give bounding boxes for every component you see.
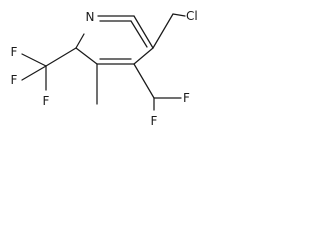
atom-label-n: N — [86, 10, 95, 24]
bond-c4-c5 — [133, 47, 154, 65]
bond-ch2-cl — [172, 13, 186, 17]
bond-c2-c3 — [75, 47, 98, 65]
atom-label-cl: Cl — [186, 9, 198, 23]
chloromethyl-group — [152, 13, 186, 49]
bond-c4-chf2 — [133, 63, 155, 99]
atom-label-f-cf3-left-top: F — [11, 45, 18, 59]
bond-cf3-f-left-top — [21, 53, 47, 67]
pyridine-ring — [75, 15, 154, 65]
atom-label-f-chf2-bottom: F — [151, 114, 158, 128]
atom-label-f-cf3-bottom: F — [43, 94, 50, 108]
bond-c5-c6 — [133, 15, 154, 49]
trifluoromethyl-group — [21, 47, 77, 91]
bond-cf3-f-left-bottom — [21, 65, 47, 81]
bond-n-c2 — [75, 33, 85, 49]
atom-label-f-chf2-top: F — [183, 91, 190, 105]
bond-c2-cf3 — [45, 47, 77, 67]
atom-labels: N Cl F F F F F — [11, 9, 198, 128]
chemical-structure-diagram: N Cl F F F F F — [0, 0, 226, 132]
atom-label-f-cf3-left-bottom: F — [11, 73, 18, 87]
bond-c5-ch2 — [152, 13, 174, 49]
double-bond-inner-c5-c6 — [130, 20, 148, 48]
difluoromethyl-group — [133, 63, 182, 111]
